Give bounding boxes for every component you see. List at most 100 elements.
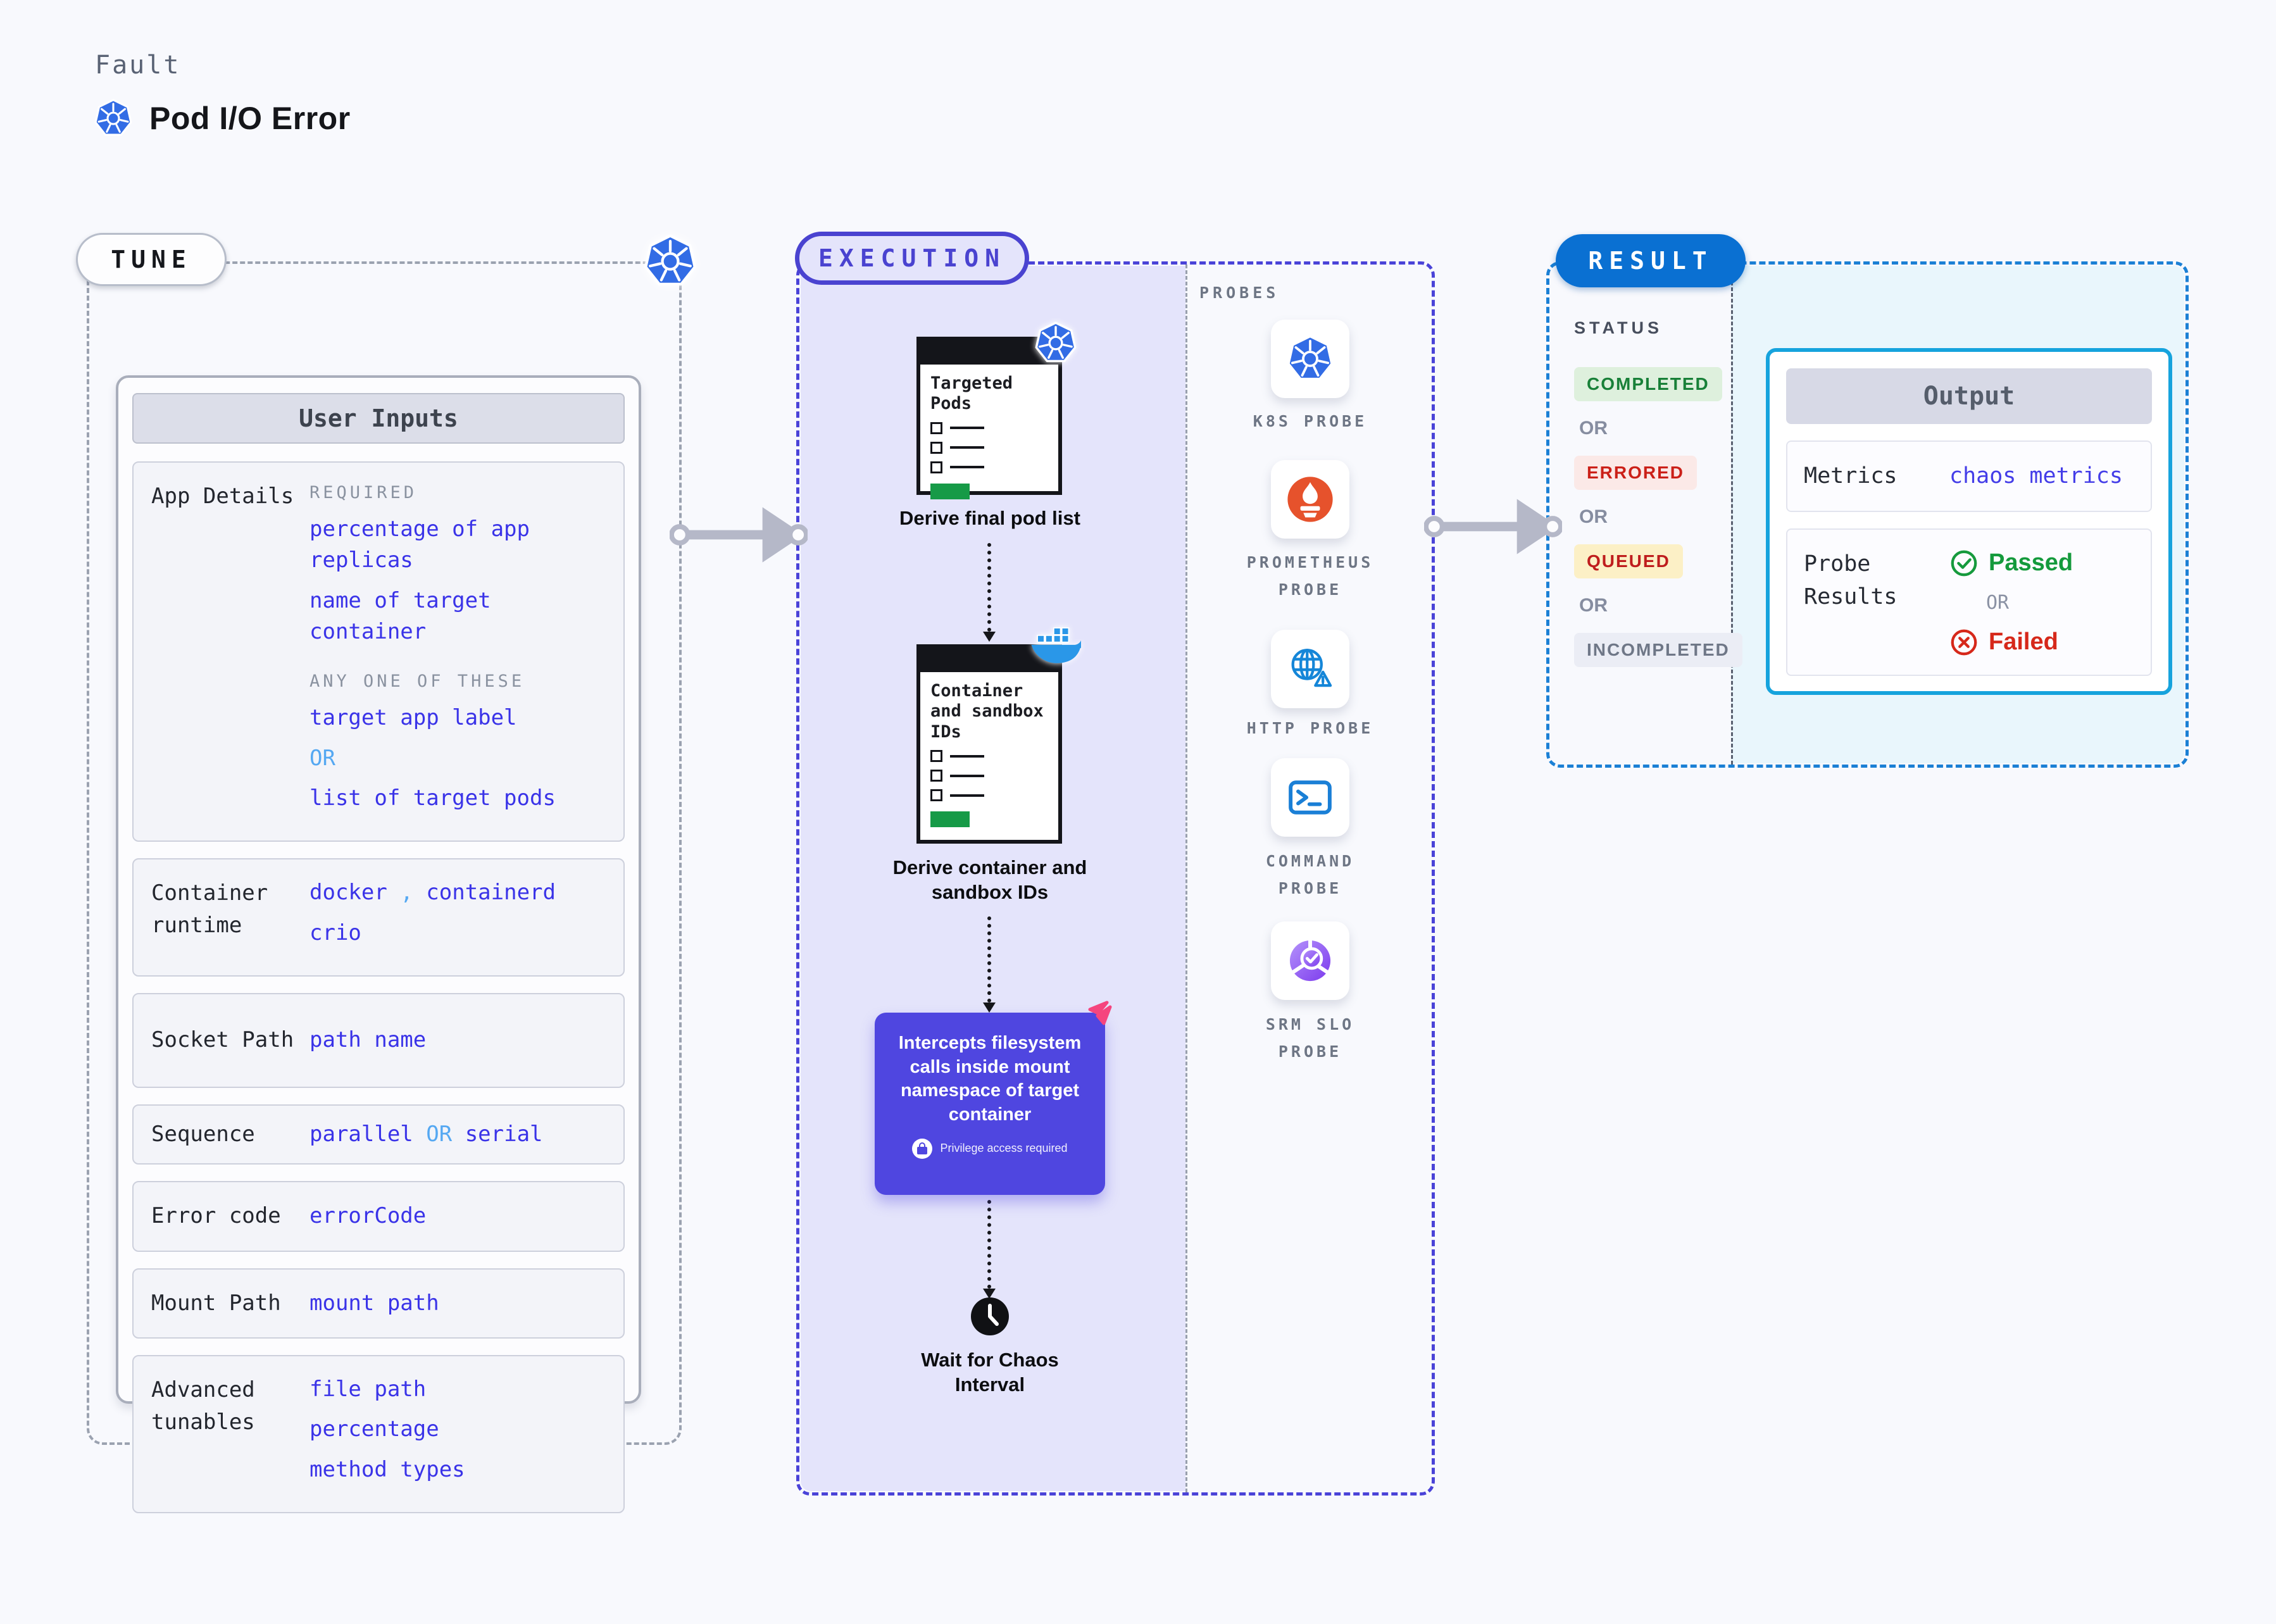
- value-text: file path: [310, 1376, 427, 1402]
- or-text: OR: [1579, 595, 1608, 616]
- user-inputs-table: User Inputs App Details REQUIRED percent…: [116, 375, 641, 1513]
- globe-warning-icon: [1286, 645, 1334, 693]
- passed-indicator: Passed: [1949, 549, 2073, 578]
- value-text: containerd: [426, 880, 556, 906]
- privilege-note: Privilege access required: [940, 1142, 1068, 1155]
- row-label: Sequence: [151, 1121, 255, 1147]
- srm-slo-probe-card: [1271, 921, 1349, 1000]
- checkbox-icon: [930, 789, 942, 802]
- value-text: name of target container: [310, 587, 491, 645]
- value-text: parallel: [310, 1121, 413, 1147]
- checkbox-icon: [930, 770, 942, 782]
- value-text: percentage of app replicas: [310, 516, 530, 573]
- list-line: [950, 446, 984, 449]
- status-list: STATUS COMPLETED OR ERRORED OR QUEUED OR…: [1574, 318, 1742, 667]
- passed-label: Passed: [1989, 549, 2073, 576]
- value-text: path name: [310, 1027, 427, 1053]
- docker-badge-icon: [1029, 627, 1081, 665]
- row-values: docker , containerd crio: [310, 877, 606, 958]
- k8s-probe-card: [1271, 320, 1349, 398]
- value-text: serial: [465, 1121, 543, 1147]
- value-text: crio: [310, 920, 361, 946]
- checkbox-icon: [930, 422, 942, 434]
- probe-results-label: Probe Results: [1804, 551, 1898, 610]
- row-values: file path percentage method types: [310, 1374, 606, 1494]
- or-text: OR: [310, 745, 335, 771]
- input-row-error-code: Error code errorCode: [132, 1180, 625, 1252]
- dotted-connector: [987, 1200, 991, 1289]
- lock-icon: [912, 1138, 933, 1159]
- step-caption-wait-interval: Wait for Chaos Interval: [921, 1349, 1059, 1396]
- page-title-row: Pod I/O Error: [94, 99, 351, 138]
- input-row-app-details: App Details REQUIRED percentage of app r…: [132, 461, 625, 842]
- clipboard-header-bar: [920, 340, 1058, 365]
- connector-arrow-tune-to-execution: [670, 497, 808, 573]
- arrow-down-icon: [983, 632, 996, 642]
- clipboard-title: Targeted Pods: [930, 373, 1013, 414]
- row-label: Advanced tunables: [151, 1377, 255, 1435]
- failed-label: Failed: [1989, 628, 2058, 655]
- checkbox-icon: [930, 461, 942, 473]
- clipboard-title: Container and sandbox IDs: [930, 681, 1044, 742]
- arrow-down-icon: [983, 1289, 996, 1299]
- or-text: OR: [1579, 418, 1608, 439]
- input-row-container-runtime: Container runtime docker , containerd cr…: [132, 858, 625, 977]
- metrics-label: Metrics: [1804, 463, 1898, 489]
- list-line: [950, 794, 984, 797]
- user-inputs-header: User Inputs: [132, 393, 625, 444]
- list-line: [950, 754, 984, 758]
- tune-pill: TUNE: [76, 233, 227, 286]
- progress-bar: [930, 811, 970, 828]
- probe-label: COMMAND PROBE: [1265, 852, 1355, 897]
- checkbox-icon: [930, 441, 942, 454]
- any-one-caption: ANY ONE OF THESE: [310, 671, 525, 692]
- row-values: REQUIRED percentage of app replicas name…: [310, 480, 606, 823]
- value-text: errorCode: [310, 1203, 427, 1229]
- slo-donut-check-icon: [1286, 937, 1334, 985]
- intercept-step-card: Intercepts filesystem calls inside mount…: [875, 1013, 1105, 1195]
- clipboard-container-sandbox-ids: Container and sandbox IDs: [916, 644, 1062, 844]
- row-label: Container runtime: [151, 880, 268, 939]
- kubernetes-badge-icon: [1034, 322, 1077, 365]
- probe-label: HTTP PROBE: [1246, 719, 1374, 737]
- clipboard-targeted-pods: Targeted Pods: [916, 337, 1062, 499]
- prometheus-icon: [1286, 475, 1334, 523]
- privilege-note-row: Privilege access required: [894, 1138, 1086, 1159]
- result-pill: RESULT: [1556, 234, 1746, 287]
- probes-panel-divider: [1185, 265, 1187, 1492]
- failed-indicator: Failed: [1949, 628, 2073, 657]
- value-text: percentage: [310, 1416, 439, 1442]
- value-text: docker: [310, 880, 387, 906]
- http-probe-card: [1271, 630, 1349, 708]
- output-card: Output Metrics chaos metrics Probe Resul…: [1766, 348, 2172, 695]
- progress-bar: [930, 483, 970, 499]
- clock-icon: [970, 1296, 1010, 1337]
- value-text: method types: [310, 1456, 465, 1482]
- value-text: mount path: [310, 1290, 439, 1316]
- kubernetes-icon: [1286, 335, 1334, 383]
- row-label: Mount Path: [151, 1290, 281, 1316]
- output-header: Output: [1786, 368, 2152, 424]
- input-row-mount-path: Mount Path mount path: [132, 1268, 625, 1339]
- or-text: OR: [426, 1121, 453, 1147]
- arrow-down-icon: [983, 1003, 996, 1013]
- dotted-connector: [987, 543, 991, 632]
- intercept-description: Intercepts filesystem calls inside mount…: [898, 1033, 1082, 1125]
- probe-label: SRM SLO PROBE: [1265, 1015, 1355, 1061]
- value-text: target app label: [310, 705, 517, 731]
- metrics-row: Metrics chaos metrics: [1786, 440, 2152, 512]
- check-circle-icon: [1949, 549, 1979, 578]
- status-badge-errored: ERRORED: [1574, 456, 1698, 490]
- step-caption-derive-pod-list: Derive final pod list: [899, 507, 1080, 529]
- status-title: STATUS: [1574, 318, 1663, 337]
- probes-panel-label: PROBES: [1199, 284, 1280, 302]
- connector-arrow-execution-to-result: [1424, 489, 1562, 565]
- probe-results-row: Probe Results Passed OR Failed: [1786, 528, 2152, 676]
- page-title: Pod I/O Error: [149, 101, 351, 136]
- required-caption: REQUIRED: [310, 483, 418, 503]
- fault-kicker: Fault: [95, 51, 181, 80]
- chaos-metrics-link: chaos metrics: [1949, 463, 2123, 489]
- input-row-sequence: Sequence parallel OR serial: [132, 1104, 625, 1165]
- status-badge-incompleted: INCOMPLETED: [1574, 633, 1742, 667]
